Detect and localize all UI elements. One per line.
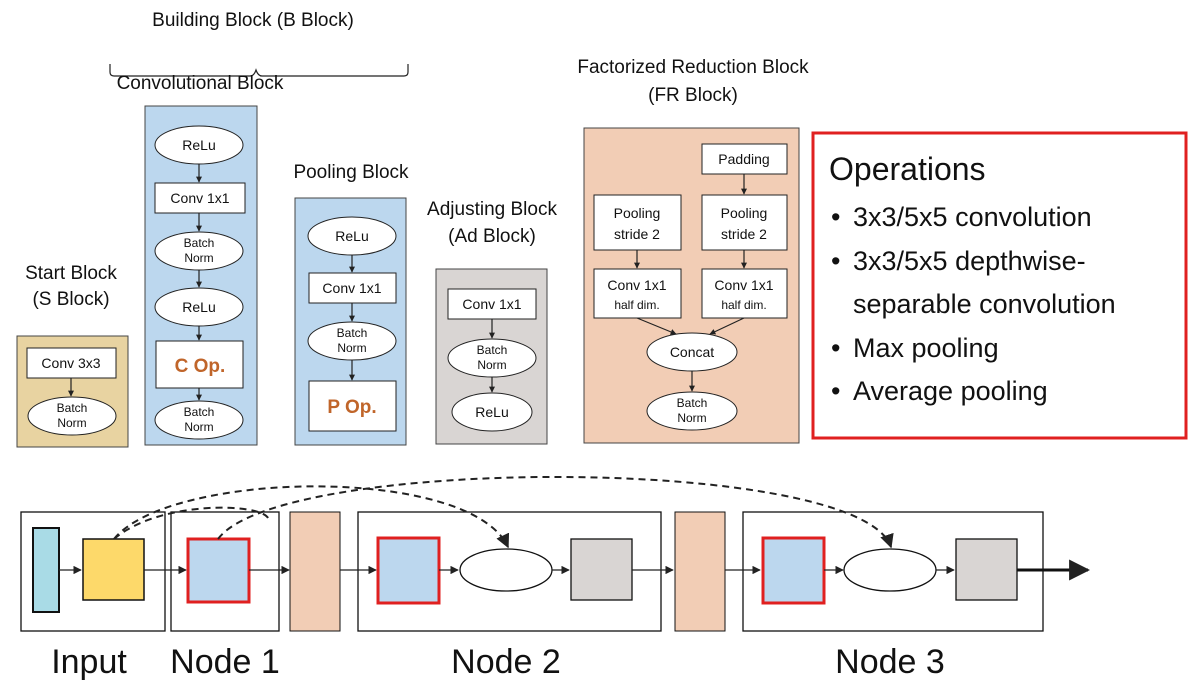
adjust-block-title-line1: Adjusting Block xyxy=(427,199,557,220)
start-bn-line1: Batch xyxy=(57,401,88,415)
node2-combine-ellipse xyxy=(459,548,553,592)
pipeline-label-node2: Node 2 xyxy=(451,643,561,681)
fr-bn-line2: Norm xyxy=(677,411,706,425)
operations-bullet: • xyxy=(831,376,840,406)
input-tensor-bar xyxy=(32,527,60,613)
fr-pool-right-line1: Pooling xyxy=(721,205,768,221)
pool-conv1x1-label: Conv 1x1 xyxy=(322,280,381,296)
pool-pop-label: P Op. xyxy=(327,397,376,418)
skip-connection-node1-to-node3 xyxy=(217,476,894,549)
conv-bn1-line1: Batch xyxy=(184,236,215,250)
start-conv-box xyxy=(26,347,117,379)
adjust-block: Adjusting Block (Ad Block) Conv 1x1 Batc… xyxy=(427,199,557,445)
pipeline-label-node3: Node 3 xyxy=(835,643,945,681)
fr-block-title-line2: (FR Block) xyxy=(648,85,738,106)
node2-adjust-block xyxy=(570,538,633,601)
building-block-title: Building Block (B Block) xyxy=(152,10,354,31)
fr-block-node-2 xyxy=(674,511,726,632)
adjust-conv1x1-label: Conv 1x1 xyxy=(462,296,521,312)
operations-item-2: 3x3/5x5 depthwise- xyxy=(853,246,1086,276)
operations-bullet: • xyxy=(831,246,840,276)
operations-heading: Operations xyxy=(829,151,986,187)
pipeline-label-node1: Node 1 xyxy=(170,643,280,681)
adjust-bn-line1: Batch xyxy=(477,343,508,357)
node3-combine-ellipse xyxy=(843,548,937,592)
fr-bn-line1: Batch xyxy=(677,396,708,410)
skip-connection-start-to-node1 xyxy=(113,506,269,540)
fr-conv-left-line1: Conv 1x1 xyxy=(607,277,666,293)
adjust-bn-line2: Norm xyxy=(477,358,506,372)
pool-relu-label: ReLu xyxy=(335,228,368,244)
start-conv-label: Conv 3x3 xyxy=(41,355,100,371)
pool-bn-line2: Norm xyxy=(337,341,366,355)
operations-item-4: Max pooling xyxy=(853,333,999,363)
fr-conv-right-box xyxy=(701,268,788,319)
conv-bn2-line1: Batch xyxy=(184,405,215,419)
fr-concat-label: Concat xyxy=(670,344,714,360)
fr-block-title-line1: Factorized Reduction Block xyxy=(577,57,809,78)
fr-pool-left-line1: Pooling xyxy=(614,205,661,221)
fr-pool-left-line2: stride 2 xyxy=(614,226,660,242)
operations-panel: Operations • 3x3/5x5 convolution • 3x3/5… xyxy=(811,131,1188,440)
pool-block: Pooling Block ReLu Conv 1x1 Batch Norm P… xyxy=(293,162,409,446)
operations-item-5: Average pooling xyxy=(853,376,1048,406)
start-block-title-line1: Start Block xyxy=(25,263,117,284)
pool-bn-line1: Batch xyxy=(337,326,368,340)
fr-bn-ellipse xyxy=(646,391,738,431)
fr-pool-right-line2: stride 2 xyxy=(721,226,767,242)
fr-padding-label: Padding xyxy=(718,151,769,167)
conv-cop-label: C Op. xyxy=(175,356,226,377)
node1-conv-block xyxy=(186,537,251,604)
fr-pool-right-box xyxy=(701,194,788,251)
conv-bn2-ellipse xyxy=(154,400,244,440)
pipeline: Input Node 1 Node 2 Node 3 xyxy=(20,476,1091,681)
adjust-block-title-line2: (Ad Block) xyxy=(448,226,536,247)
operations-bullet: • xyxy=(831,333,840,363)
fr-block: Factorized Reduction Block (FR Block) Pa… xyxy=(577,57,809,444)
conv-relu1-label: ReLu xyxy=(182,137,215,153)
start-block: Start Block (S Block) Conv 3x3 Batch Nor… xyxy=(16,263,129,448)
pool-pop-box xyxy=(308,380,397,432)
adjust-conv1x1-box xyxy=(447,288,537,320)
fr-block-node-1 xyxy=(289,511,341,632)
fr-padding-box xyxy=(701,143,788,175)
fr-conv-left-line2: half dim. xyxy=(614,298,659,312)
node3-conv-block xyxy=(761,536,826,605)
node3-adjust-block xyxy=(955,538,1018,601)
building-block-bracket xyxy=(109,64,409,77)
adjust-relu-ellipse xyxy=(451,392,533,432)
fr-conv-right-line2: half dim. xyxy=(721,298,766,312)
conv-block-title: Convolutional Block xyxy=(117,73,284,94)
operations-item-1: 3x3/5x5 convolution xyxy=(853,202,1092,232)
conv-conv1x1-label: Conv 1x1 xyxy=(170,190,229,206)
fr-pool-left-box xyxy=(593,194,682,251)
node2-conv-block xyxy=(376,536,441,605)
start-block-node xyxy=(82,538,145,601)
conv-cop-box xyxy=(155,340,244,389)
fr-conv-left-box xyxy=(593,268,682,319)
operations-item-3: separable convolution xyxy=(853,289,1116,319)
adjust-relu-label: ReLu xyxy=(475,404,508,420)
start-block-title-line2: (S Block) xyxy=(32,289,109,310)
conv-bn1-line2: Norm xyxy=(184,251,213,265)
pipeline-label-input: Input xyxy=(51,643,127,681)
pool-block-title: Pooling Block xyxy=(293,162,409,183)
fr-conv-right-line1: Conv 1x1 xyxy=(714,277,773,293)
start-batchnorm-ellipse xyxy=(27,396,117,436)
conv-block: Convolutional Block ReLu Conv 1x1 Batch … xyxy=(117,73,284,446)
operations-bullet: • xyxy=(831,202,840,232)
operations-frame xyxy=(811,131,1188,440)
conv-bn2-line2: Norm xyxy=(184,420,213,434)
conv-conv1x1-box xyxy=(154,182,246,214)
start-bn-line2: Norm xyxy=(57,416,86,430)
conv-relu2-label: ReLu xyxy=(182,299,215,315)
